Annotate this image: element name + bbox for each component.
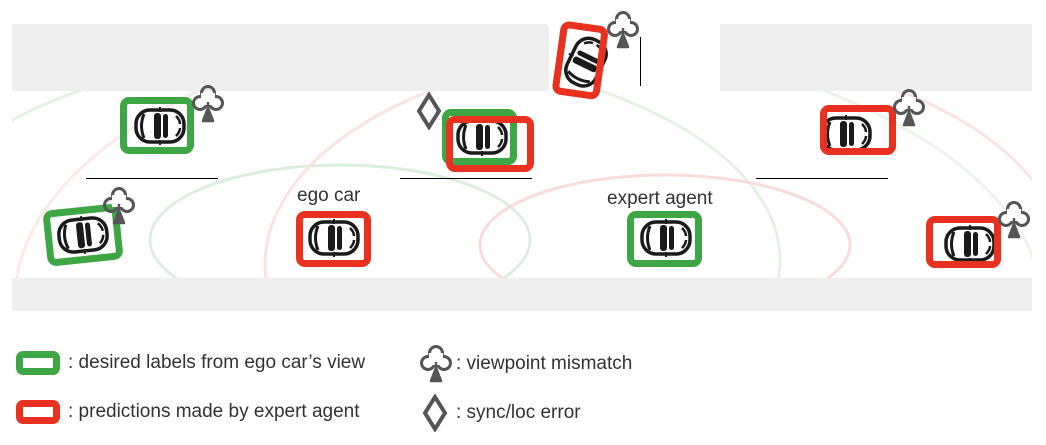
prediction-box — [926, 216, 1001, 268]
red-range-ring-outer — [263, 90, 1032, 280]
club-icon — [103, 186, 135, 226]
lane-marking — [86, 178, 218, 179]
desired-label-box — [120, 97, 194, 154]
lane-marking — [400, 178, 532, 179]
sidewalk-top-left — [12, 24, 549, 91]
green-range-ring-outer — [12, 90, 782, 280]
desired-label-box — [442, 109, 517, 165]
legend-item-sync-loc-error: : sync/loc error — [422, 394, 581, 432]
prediction-box — [551, 20, 610, 101]
diamond-icon — [416, 92, 442, 130]
prediction-box — [446, 116, 534, 172]
sidewalk-bottom — [12, 278, 1032, 311]
red-range-ring-inner — [478, 173, 852, 280]
ego-car-label: ego car — [297, 185, 361, 206]
prediction-box — [820, 105, 896, 155]
legend-item-predictions: : predictions made by expert agent — [16, 400, 360, 424]
legend-text: : viewpoint mismatch — [456, 353, 633, 374]
green-box-swatch — [16, 351, 60, 375]
green-range-ring-inner — [148, 163, 532, 280]
legend-item-viewpoint-mismatch: : viewpoint mismatch — [420, 344, 632, 384]
legend-text: : predictions made by expert agent — [68, 401, 360, 422]
club-icon — [893, 88, 925, 128]
club-icon — [420, 344, 452, 384]
legend-text: : sync/loc error — [456, 402, 581, 423]
diamond-icon — [422, 394, 448, 432]
expert-agent-label-box — [627, 211, 702, 267]
driving-scene: ego car expert agent — [12, 0, 1032, 311]
club-icon — [192, 84, 224, 124]
legend-text: : desired labels from ego car’s view — [68, 352, 366, 373]
sensor-range-rings — [12, 90, 1032, 280]
expert-agent-label: expert agent — [607, 188, 713, 209]
sidewalk-top-right — [720, 24, 1032, 91]
legend-item-desired-labels: : desired labels from ego car’s view — [16, 351, 365, 375]
club-icon — [607, 10, 639, 50]
club-icon — [998, 200, 1030, 240]
pole — [640, 37, 641, 86]
ego-car-prediction-box — [296, 211, 371, 267]
lane-marking — [756, 178, 888, 179]
red-box-swatch — [16, 400, 60, 424]
